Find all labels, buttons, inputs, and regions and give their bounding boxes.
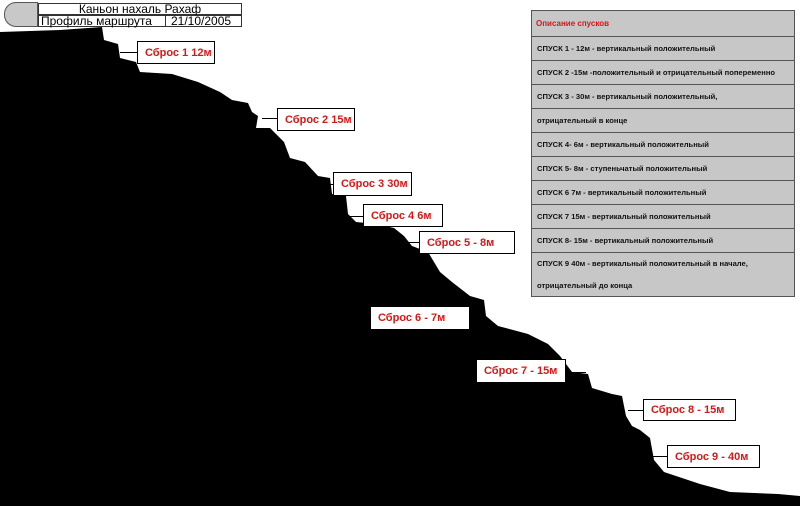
- drop-2-leader: [262, 118, 278, 119]
- page-date: 21/10/2005: [171, 14, 232, 28]
- title-divider: [165, 15, 166, 27]
- drop-label-4: Сброс 4 6м: [363, 204, 443, 227]
- canyon-terrain: [0, 27, 800, 506]
- drop-label-6: Сброс 6 - 7м: [370, 306, 470, 330]
- drop-label-2: Сброс 2 15м: [277, 108, 355, 131]
- drop-5-leader: [406, 242, 420, 243]
- drop-label-9: Сброс 9 - 40м: [667, 445, 760, 468]
- drop-label-8: Сброс 8 - 15м: [643, 399, 736, 421]
- drop-8-leader: [628, 410, 644, 411]
- drop-label-7: Сброс 7 - 15м: [476, 359, 566, 383]
- panel-row: СПУСК 8- 15м - вертикальный положительны…: [532, 228, 794, 252]
- panel-row: СПУСК 7 15м - вертикальный положительный: [532, 204, 794, 228]
- panel-row: СПУСК 4- 6м - вертикальный положительный: [532, 132, 794, 156]
- drop-3-leader: [320, 184, 334, 185]
- panel-row: СПУСК 2 -15м -положительный и отрицатель…: [532, 60, 794, 84]
- drop-4-leader: [350, 216, 364, 217]
- page-title: Каньон нахаль Рахаф: [38, 3, 242, 15]
- panel-row: СПУСК 1 - 12м - вертикальный положительн…: [532, 36, 794, 60]
- drop-9-leader: [652, 456, 668, 457]
- drop-label-3: Сброс 3 30м: [333, 172, 412, 196]
- drop-label-5: Сброс 5 - 8м: [419, 231, 515, 254]
- page-subtitle: Профиль маршрута: [41, 14, 152, 28]
- panel-row: отрицательный до конца: [537, 280, 633, 290]
- panel-row: СПУСК 9 40м - вертикальный положительный…: [532, 252, 794, 274]
- drop-1-leader: [120, 52, 138, 53]
- title-tab-shape: [4, 2, 38, 27]
- descent-description-panel: Описание спусков СПУСК 1 - 12м - вертика…: [531, 10, 795, 297]
- panel-heading: Описание спусков: [536, 19, 610, 28]
- panel-row: СПУСК 5- 8м - ступеньчатый положительный: [532, 156, 794, 180]
- panel-row: отрицательный в конце: [532, 108, 794, 132]
- panel-row: СПУСК 6 7м - вертикальный положительный: [532, 180, 794, 204]
- drop-label-1: Сброс 1 12м: [137, 41, 215, 64]
- drop-7-leader: [566, 372, 586, 373]
- title-subtitle-row: Профиль маршрута 21/10/2005: [38, 15, 242, 27]
- drop-6-leader: [470, 318, 484, 319]
- title-block: Каньон нахаль Рахаф Профиль маршрута 21/…: [4, 2, 242, 28]
- panel-row: СПУСК 3 - 30м - вертикальный положительн…: [532, 84, 794, 108]
